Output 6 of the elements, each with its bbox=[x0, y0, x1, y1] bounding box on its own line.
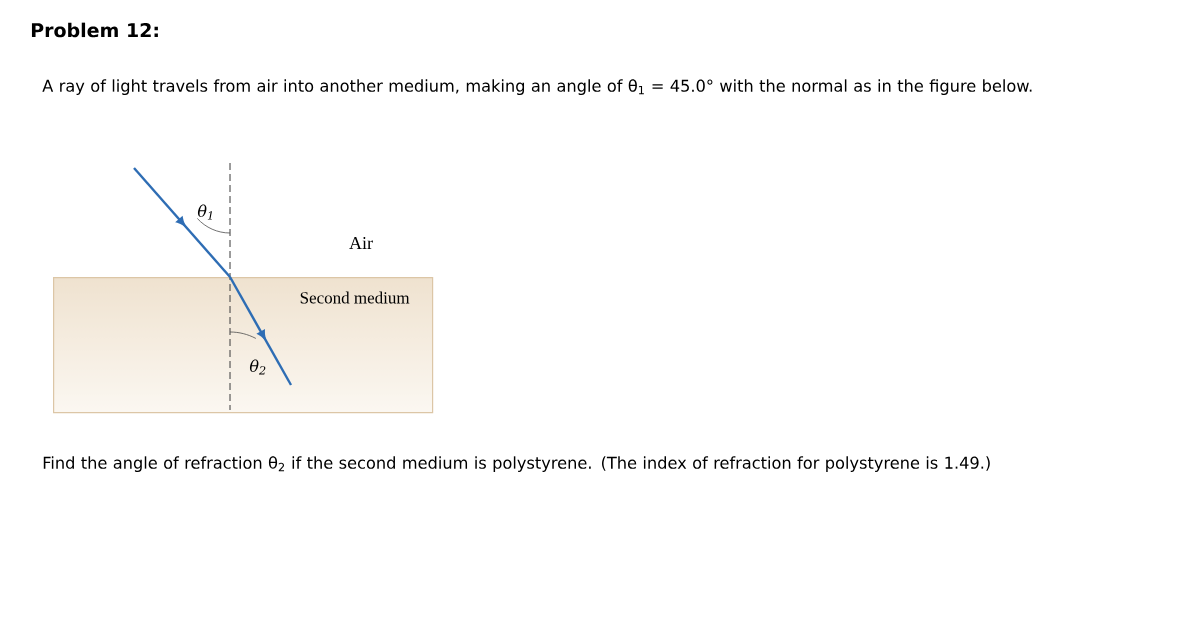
problem-text: A ray of light travels from air into another medium, making an angle of θ$_{1}$ = 45.0° with the normal as in the figure below. bbox=[42, 79, 1032, 95]
angle-label: θ$_{2}$ bbox=[249, 359, 266, 375]
title: Problem 12: bbox=[31, 22, 158, 38]
question-text: Find the angle of refraction θ$_{2}$ if the second medium is polystyrene. (The index of refraction for polystyrene is 1.49.) bbox=[43, 456, 990, 472]
angle-label: θ$_{1}$ bbox=[197, 204, 212, 220]
medium-label: Air bbox=[349, 237, 373, 249]
